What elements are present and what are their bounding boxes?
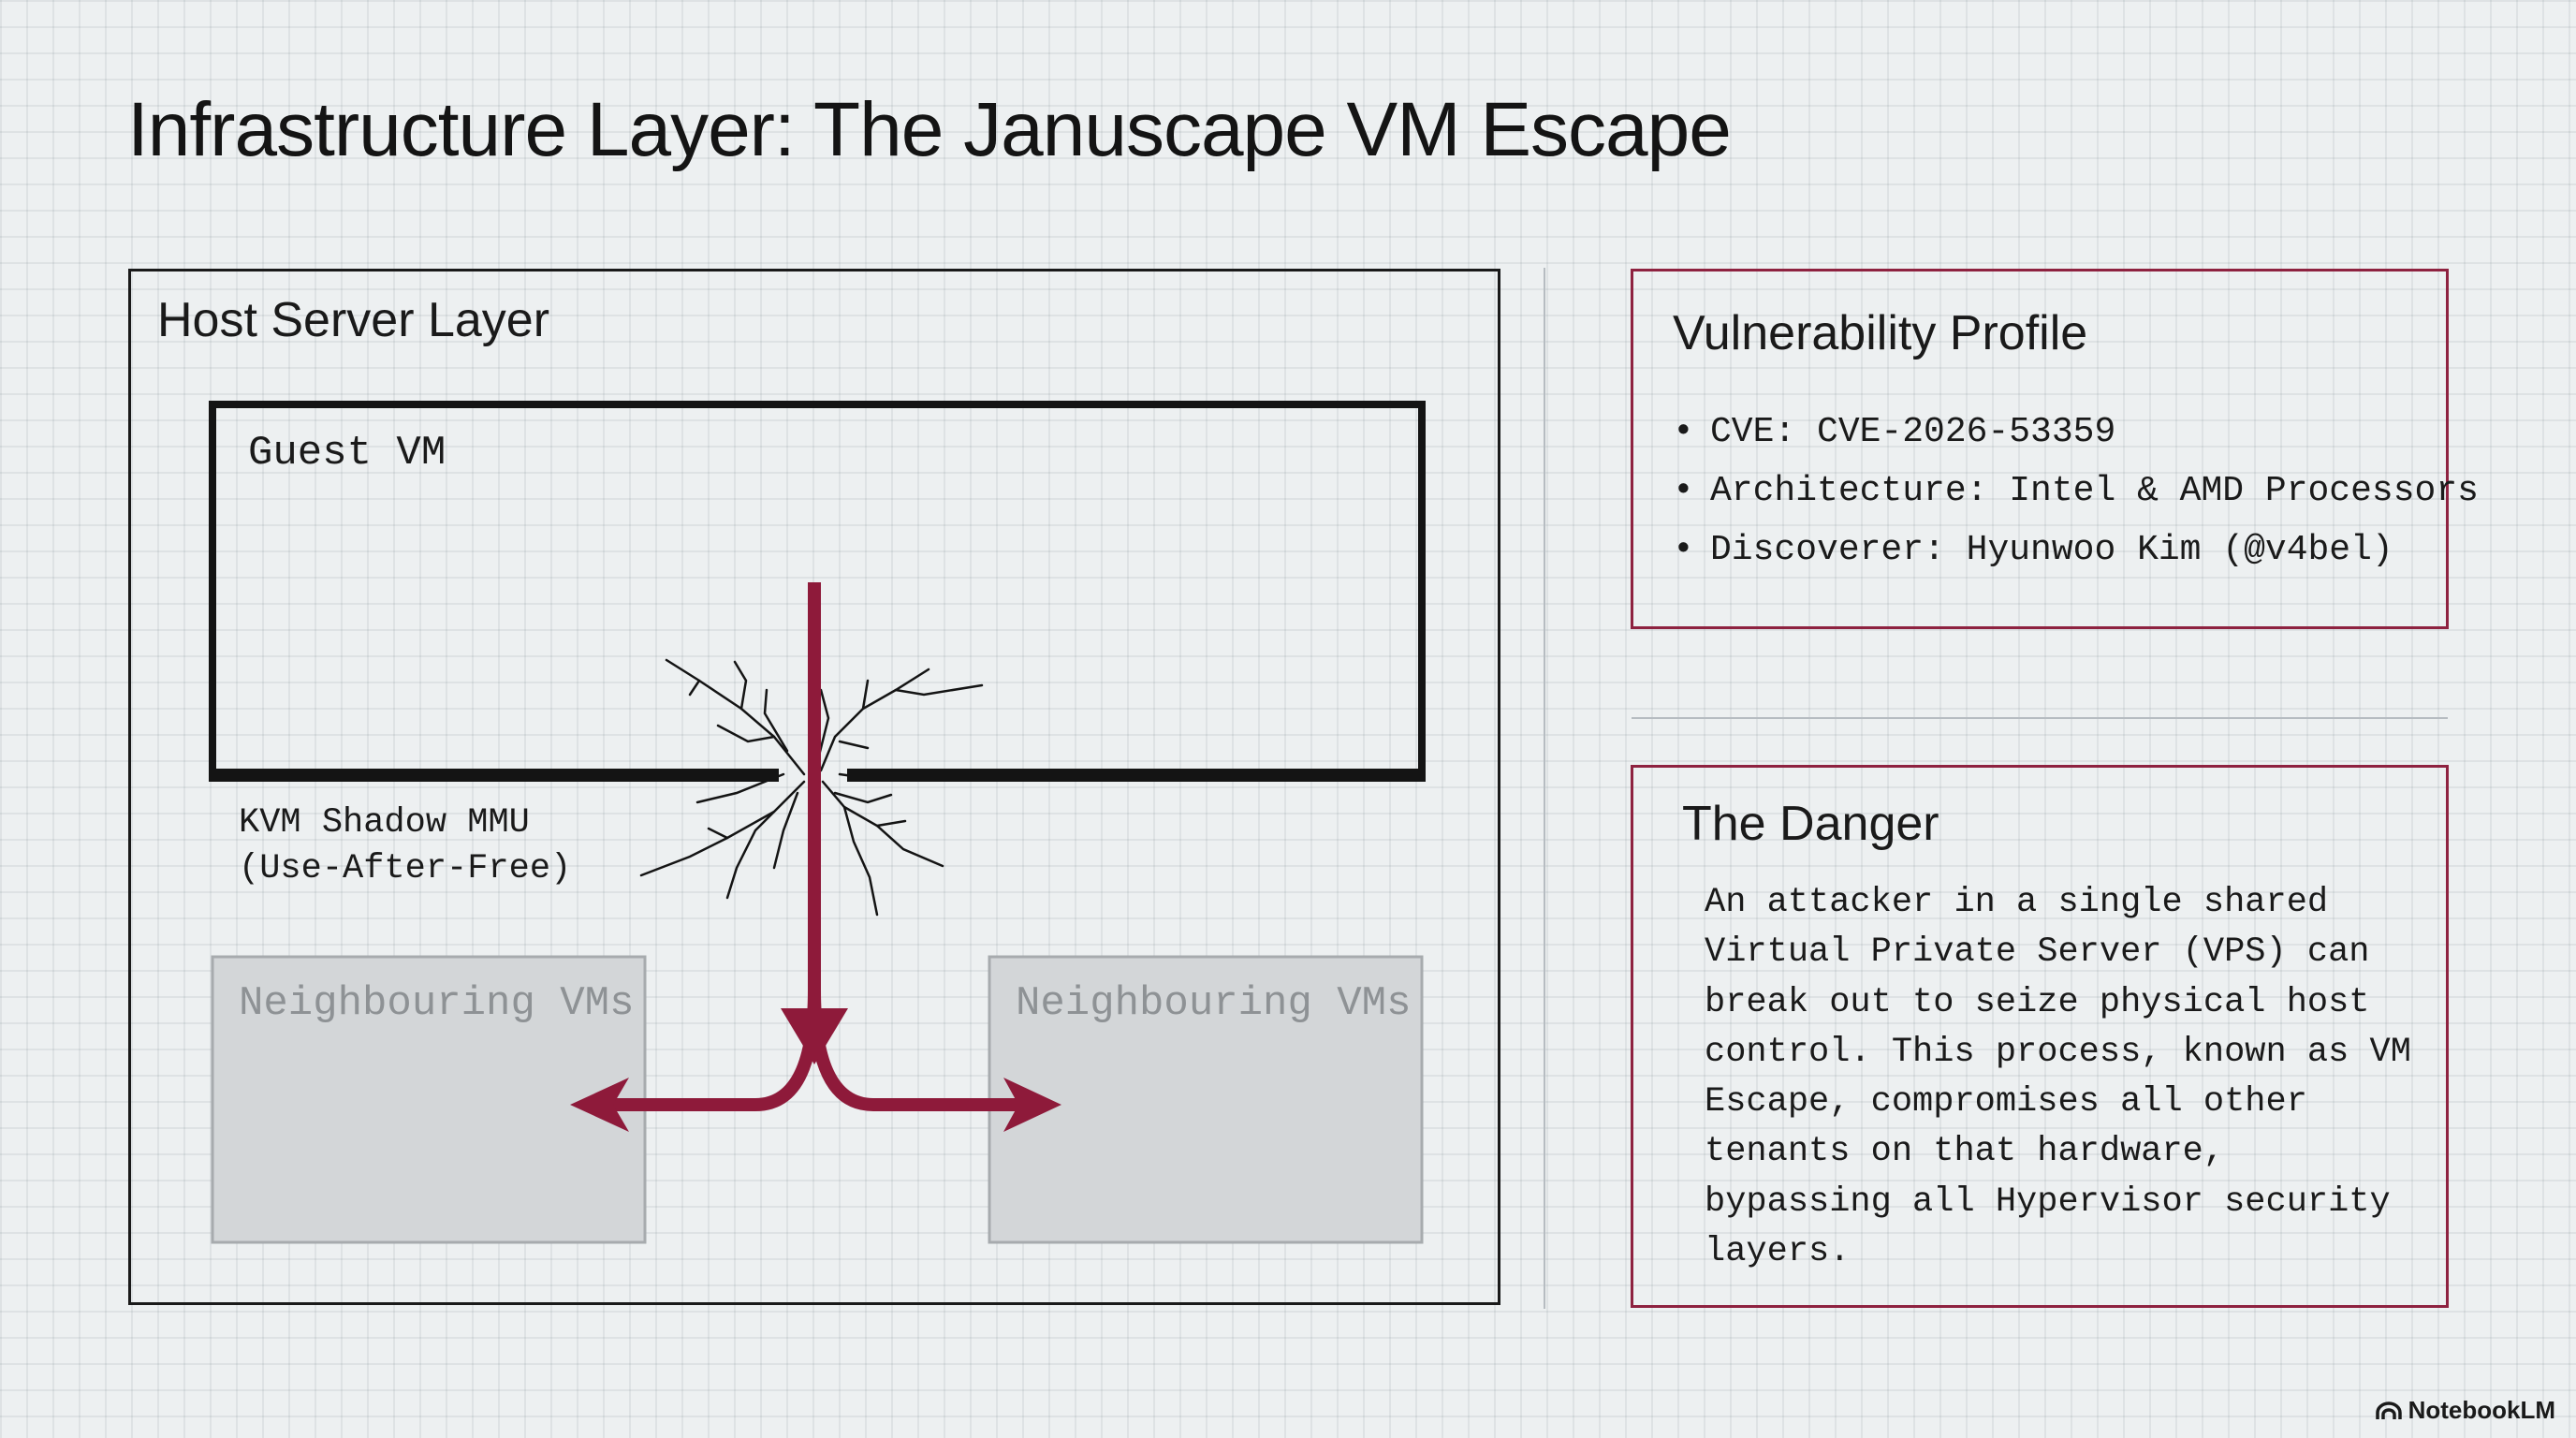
profile-item-discoverer: Discoverer: Hyunwoo Kim (@v4bel) xyxy=(1710,530,2393,570)
slide-title: Infrastructure Layer: The Januscape VM E… xyxy=(127,87,1732,172)
list-item: •Discoverer: Hyunwoo Kim (@v4bel) xyxy=(1673,530,2393,570)
host-server-panel: Host Server Layer xyxy=(128,269,1500,1305)
neighbour-vm-label-left: Neighbouring VMs xyxy=(239,980,634,1027)
neighbour-vm-box-left xyxy=(211,955,647,1244)
escape-arrows xyxy=(570,582,1061,1132)
neighbour-vm-box-right xyxy=(988,955,1424,1244)
brand-name: NotebookLM xyxy=(2408,1396,2555,1424)
danger-line: tenants on that hardware, xyxy=(1705,1132,2225,1172)
danger-line: break out to seize physical host xyxy=(1705,982,2370,1022)
danger-line: An attacker in a single shared xyxy=(1705,883,2329,922)
breach-label-line2: (Use-After-Free) xyxy=(239,849,571,888)
danger-line: Virtual Private Server (VPS) can xyxy=(1705,932,2370,973)
list-item: •CVE: CVE-2026-53359 xyxy=(1673,412,2116,452)
vulnerability-profile-title: Vulnerability Profile xyxy=(1673,306,2088,360)
neighbour-vm-label-right: Neighbouring VMs xyxy=(1016,980,1411,1027)
vulnerability-profile-card: Vulnerability Profile •CVE: CVE-2026-533… xyxy=(1631,269,2479,629)
danger-line: bypassing all Hypervisor security xyxy=(1705,1181,2391,1222)
arrowhead-right xyxy=(1003,1078,1061,1132)
list-item: •Architecture: Intel & AMD Processors xyxy=(1673,471,2479,511)
notebooklm-brand: NotebookLM xyxy=(2375,1396,2555,1425)
danger-title: The Danger xyxy=(1682,797,1939,851)
notebooklm-logo-icon xyxy=(2375,1401,2402,1419)
danger-card: The Danger An attacker in a single share… xyxy=(1631,765,2449,1308)
profile-item-architecture: Architecture: Intel & AMD Processors xyxy=(1710,471,2479,511)
arrowhead-left xyxy=(570,1078,629,1132)
danger-line: Escape, compromises all other xyxy=(1705,1082,2307,1123)
breach-label-line1: KVM Shadow MMU xyxy=(239,803,530,843)
danger-description: An attacker in a single shared Virtual P… xyxy=(1705,878,2425,1277)
danger-line: control. This process, known as VM xyxy=(1705,1032,2411,1072)
guest-vm-box xyxy=(209,401,1426,782)
guest-vm-label: Guest VM xyxy=(248,430,446,477)
escape-diagram: Guest VM Neighbouring VMs Neighbouring V… xyxy=(209,401,1426,1244)
vulnerability-profile-list: •CVE: CVE-2026-53359 •Architecture: Inte… xyxy=(1673,403,2479,580)
arrowhead-down xyxy=(781,1008,848,1064)
host-server-label: Host Server Layer xyxy=(157,293,550,347)
crack-lines xyxy=(639,658,984,917)
horizontal-divider xyxy=(1632,717,2448,719)
vertical-divider xyxy=(1544,268,1545,1309)
danger-line: layers. xyxy=(1705,1232,1851,1272)
profile-item-cve: CVE: CVE-2026-53359 xyxy=(1710,412,2116,452)
